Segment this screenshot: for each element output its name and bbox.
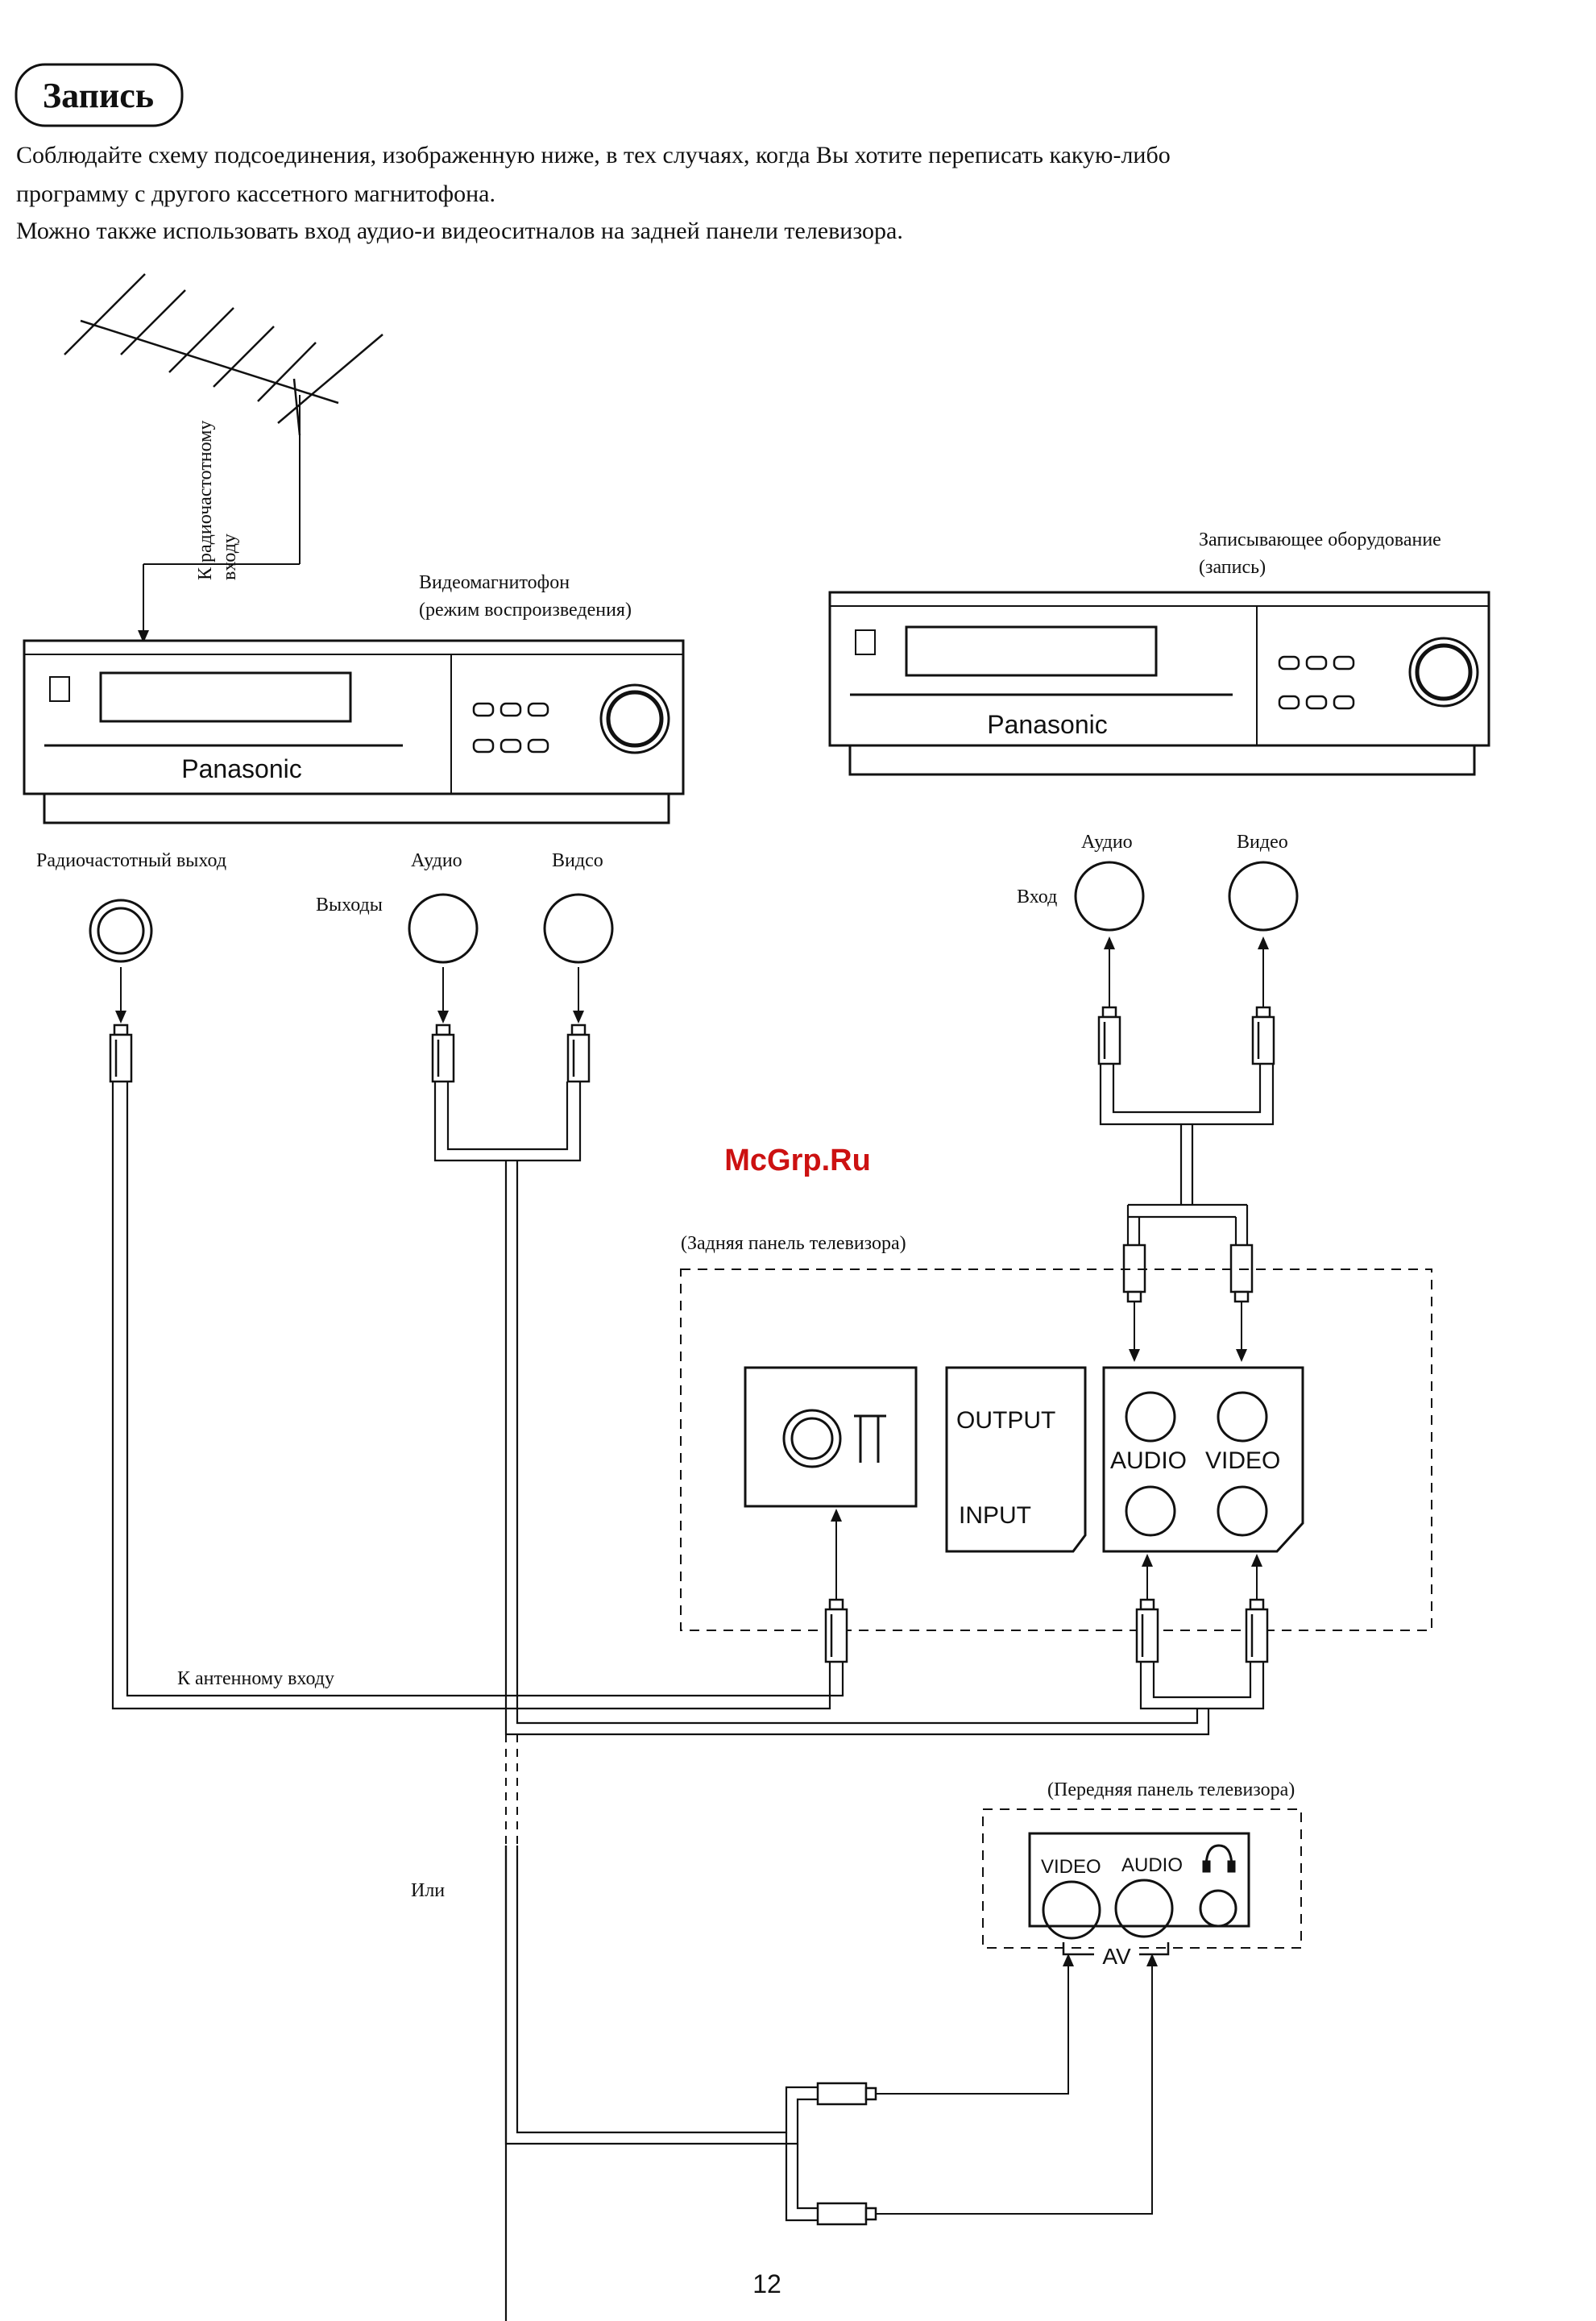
tv-audio-in-jack xyxy=(1125,1485,1176,1537)
heading-text: Запись xyxy=(43,76,154,115)
antenna-icon xyxy=(64,273,383,643)
tv-front-title: (Передняя панель телевизора) xyxy=(1047,1779,1295,1800)
recording-input-label: Вход xyxy=(1017,886,1057,907)
antenna-label-line-1: К радиочастотному xyxy=(195,421,216,580)
antenna-label: К радиочастотному входу xyxy=(195,421,240,580)
recording-vcr-buttons xyxy=(1278,655,1355,710)
tv-rear-panel xyxy=(680,1268,1432,1631)
front-audio-plug xyxy=(816,2202,877,2226)
tv-front-video-jack xyxy=(1042,1880,1101,1940)
video-output-plug xyxy=(566,1023,591,1083)
headphones-icon xyxy=(1202,1844,1236,1873)
playback-vcr: Panasonic xyxy=(23,639,685,824)
tv-antenna-input xyxy=(744,1366,918,1508)
tv-output-input-block: OUTPUT INPUT xyxy=(945,1366,1087,1553)
section-heading: Запись xyxy=(15,63,184,127)
tv-out-video-plug xyxy=(1229,1244,1254,1303)
playback-vcr-buttons xyxy=(472,702,549,754)
tv-video-in-jack xyxy=(1217,1485,1268,1537)
intro-line-3: Можно также использовать вход аудио-и ви… xyxy=(16,218,903,244)
recording-vcr-title-2: (запись) xyxy=(1199,557,1266,578)
tv-front-audio-jack xyxy=(1114,1879,1174,1938)
playback-vcr-brand: Panasonic xyxy=(181,754,301,783)
intro-line-1: Соблюдайте схему подсоединения, изображе… xyxy=(16,142,1171,168)
playback-vcr-title-1: Видеомагнитофон xyxy=(419,572,570,593)
playback-vcr-title-2: (режим воспроизведения) xyxy=(419,600,632,621)
tv-av-jack-block: AUDIO VIDEO xyxy=(1102,1366,1304,1553)
recording-audio-plug xyxy=(1097,1006,1121,1065)
outputs-label: Выходы xyxy=(316,895,383,916)
playback-vcr-indicator xyxy=(49,676,70,702)
playback-audio-label: Аудио xyxy=(411,850,462,871)
rf-output-jack xyxy=(89,899,153,963)
tv-video-out-jack xyxy=(1217,1391,1268,1443)
playback-cables xyxy=(111,1082,1210,1736)
recording-vcr-brand: Panasonic xyxy=(987,710,1107,739)
tv-front-audio-label: AUDIO xyxy=(1121,1854,1183,1876)
playback-vcr-cassette-slot xyxy=(99,671,352,723)
tv-front-video-label: VIDEO xyxy=(1041,1856,1101,1878)
tv-front-panel xyxy=(982,1808,1302,1949)
or-label: Или xyxy=(411,1880,445,1901)
intro-line-2: программу с другого кассетного магнитофо… xyxy=(16,181,495,207)
tv-in-video-plug xyxy=(1245,1598,1269,1663)
tv-output-label: OUTPUT xyxy=(956,1407,1055,1434)
audio-output-plug xyxy=(431,1023,455,1083)
tv-in-audio-plug xyxy=(1135,1598,1159,1663)
recording-cable xyxy=(1099,1064,1275,1245)
playback-vcr-dial xyxy=(599,683,670,754)
watermark-text: McGrp.Ru xyxy=(724,1144,871,1177)
tv-front-av-label: AV xyxy=(1102,1944,1131,1969)
recording-vcr-cassette-slot xyxy=(905,625,1158,677)
antenna-label-line-2: входу xyxy=(219,534,240,580)
playback-video-output-jack xyxy=(543,893,614,964)
recording-audio-label: Аудио xyxy=(1081,832,1133,853)
recording-vcr: Panasonic xyxy=(828,591,1490,776)
front-video-plug xyxy=(816,2082,877,2106)
front-panel-cables xyxy=(504,1846,818,2222)
playback-audio-output-jack xyxy=(408,893,479,964)
tv-audio-out-jack xyxy=(1125,1391,1176,1443)
recording-vcr-dial xyxy=(1408,637,1479,708)
tv-out-audio-plug xyxy=(1122,1244,1146,1303)
playback-video-label: Видсо xyxy=(552,850,603,871)
tv-audio-label: AUDIO xyxy=(1110,1447,1187,1474)
recording-video-plug xyxy=(1251,1006,1275,1065)
tv-front-headphone-jack xyxy=(1199,1889,1237,1928)
recording-vcr-title-1: Записывающее оборудование xyxy=(1199,529,1441,550)
recording-vcr-body xyxy=(828,591,1490,747)
tv-rear-title: (Задняя панель телевизора) xyxy=(681,1233,906,1254)
tv-antenna-plug xyxy=(824,1598,848,1663)
playback-vcr-body xyxy=(23,639,685,795)
antenna-input-label: К антенному входу xyxy=(177,1668,334,1689)
recording-video-label: Видео xyxy=(1237,832,1288,853)
recording-audio-input-jack xyxy=(1074,861,1145,932)
recording-vcr-indicator xyxy=(855,629,876,655)
heading-frame xyxy=(15,63,184,127)
page-number: 12 xyxy=(752,2269,781,2298)
or-dashed-path xyxy=(505,1734,518,1846)
rf-cable-plug xyxy=(109,1023,133,1083)
tv-input-label: INPUT xyxy=(959,1502,1031,1529)
recording-vcr-base xyxy=(848,744,1476,776)
playback-vcr-base xyxy=(43,792,670,824)
tv-video-label: VIDEO xyxy=(1205,1447,1280,1474)
tv-front-jack-block: VIDEO AUDIO AV xyxy=(1028,1832,1250,1970)
recording-video-input-jack xyxy=(1228,861,1299,932)
rf-output-label: Радиочастотный выход xyxy=(36,850,226,871)
